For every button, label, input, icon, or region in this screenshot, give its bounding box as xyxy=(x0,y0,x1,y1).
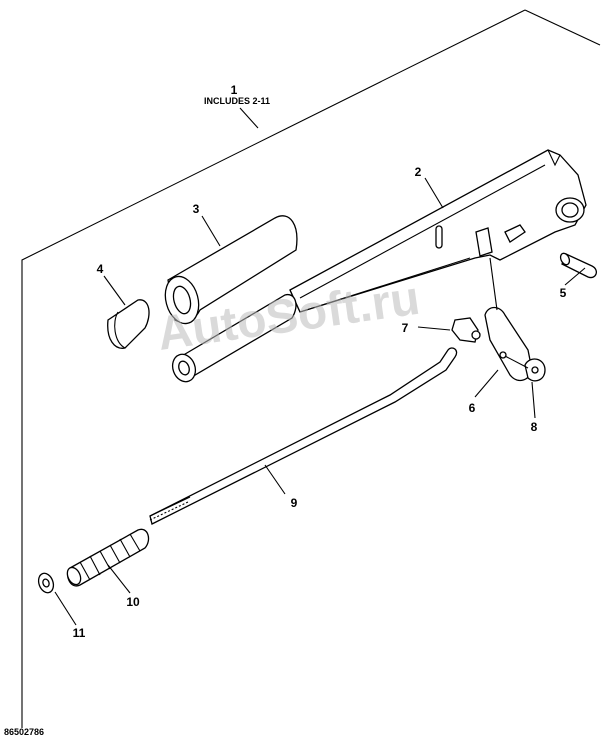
washer xyxy=(37,572,55,594)
handle-shaft xyxy=(171,293,297,383)
pawl-bracket xyxy=(484,257,533,382)
callout-6: 6 xyxy=(469,401,476,415)
leader-lines xyxy=(54,177,586,626)
callout-11: 11 xyxy=(73,626,86,640)
callout-1-note: INCLUDES 2-11 xyxy=(204,96,270,106)
callout-8: 8 xyxy=(531,420,538,434)
assembly-bracket xyxy=(21,9,601,728)
lever-arm xyxy=(289,149,587,313)
end-cap xyxy=(107,299,150,349)
callout-7: 7 xyxy=(402,321,409,335)
grip-tube xyxy=(164,215,298,325)
rod xyxy=(149,347,458,525)
callout-5: 5 xyxy=(560,286,567,300)
spring xyxy=(66,528,150,587)
plug xyxy=(451,317,481,343)
callout-9: 9 xyxy=(291,496,298,510)
callout-4: 4 xyxy=(97,262,104,276)
callout-2: 2 xyxy=(415,165,422,179)
callout-10: 10 xyxy=(126,595,140,609)
figure-code: 86502786 xyxy=(4,727,44,737)
clip xyxy=(504,355,546,382)
pin xyxy=(559,252,598,279)
callout-1: 1 xyxy=(231,83,238,97)
callout-3: 3 xyxy=(193,202,200,216)
